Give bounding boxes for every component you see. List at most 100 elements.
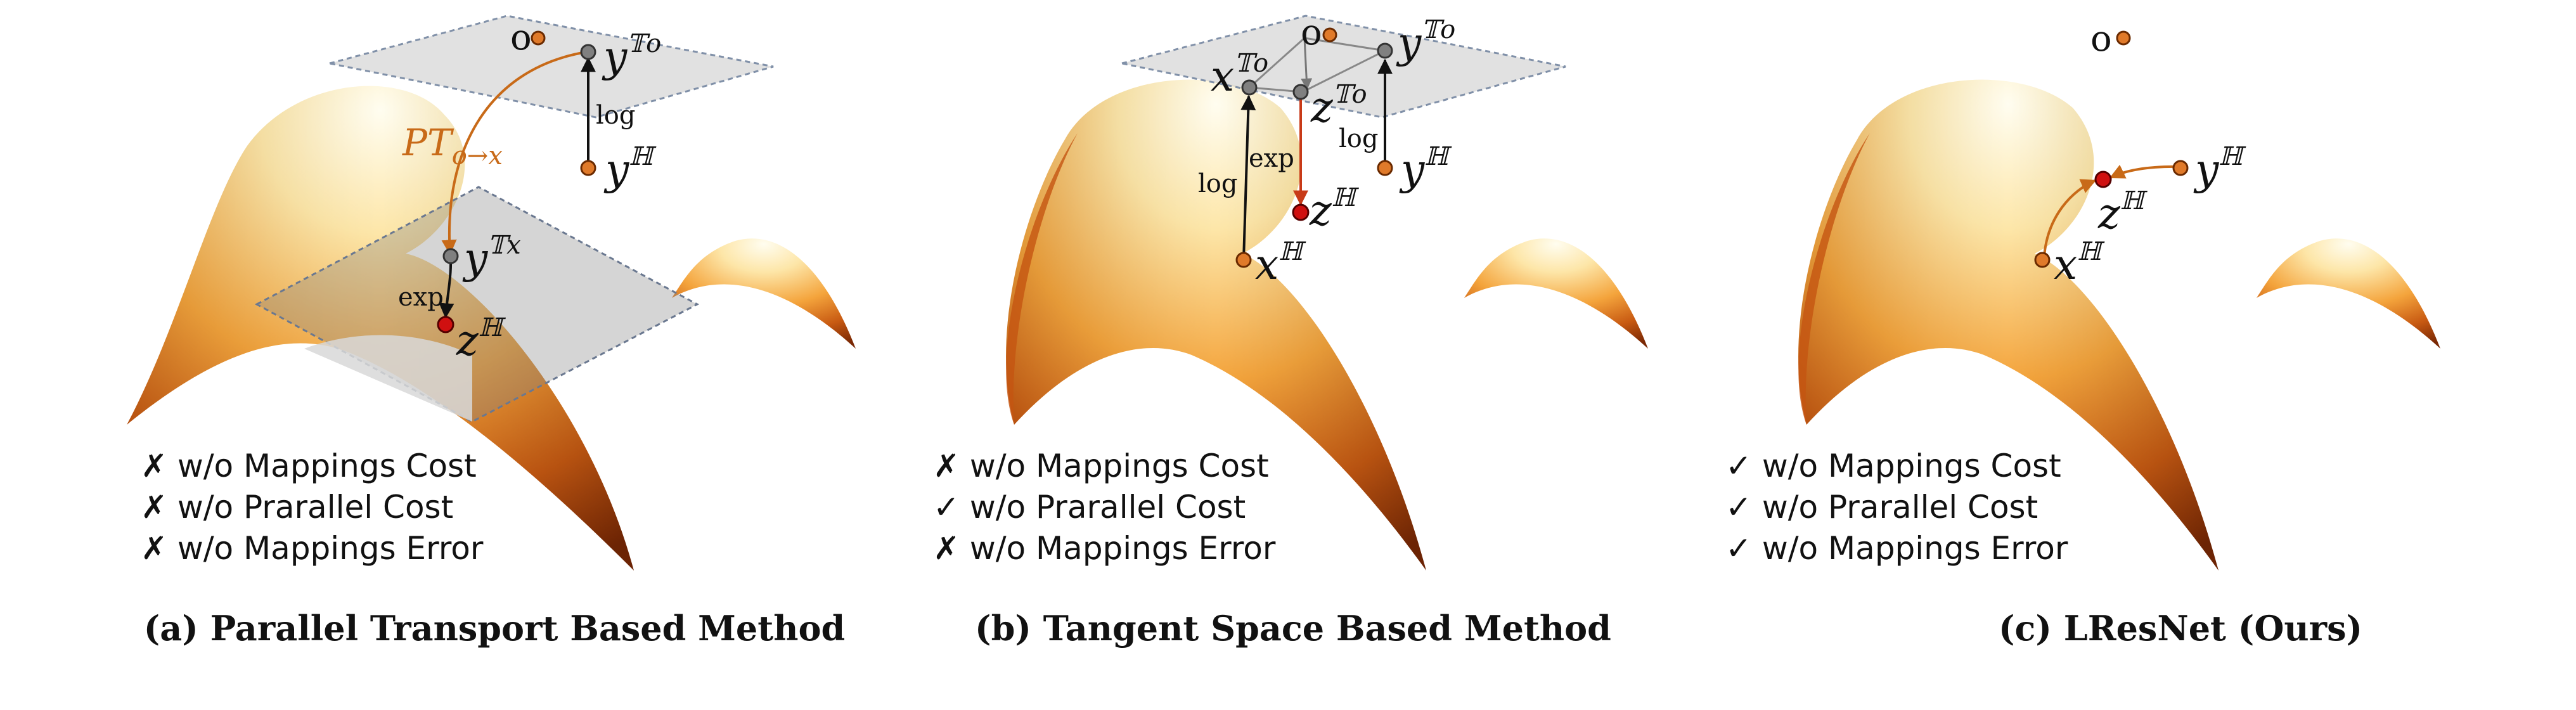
y-to-point [1377,42,1393,59]
y-to-sup: 𝕋o [1421,15,1455,44]
tangent-plane-origin [1121,15,1566,119]
y-to-label: y [1396,18,1422,67]
pt-sub: o→x [452,141,503,171]
z-h-sup: ℍ [479,313,506,342]
svg-text:✓ w/o Mappings Error: ✓ w/o Mappings Error [1725,530,2068,567]
svg-text:✗ w/o Mappings Error: ✗ w/o Mappings Error [141,530,484,567]
criterion-text: w/o Mappings Cost [1762,448,2061,484]
svg-text:y𝕋x: y𝕋x [462,231,521,283]
criterion-mark: ✗ [933,530,960,567]
svg-text:zℍ: zℍ [1309,183,1360,235]
svg-text:y𝕋o: y𝕋o [602,29,661,81]
origin-label: o [1301,12,1322,53]
panel-c: o yℍ zℍ xℍ ✓ w/o Mappings Cost ✓ w/o Pra… [1725,18,2440,649]
panel-a: o y𝕋o log yℍ PTo→x y𝕋x exp zℍ ✗ w/o Mapp… [127,15,856,649]
z-h-sup: ℍ [1332,183,1360,212]
exp-label: exp [1249,144,1294,173]
criterion-text: w/o Mappings Error [177,530,484,567]
z-h-point [2094,171,2112,188]
z-h-label: z [1309,186,1332,235]
svg-text:zℍ: zℍ [2097,186,2148,238]
z-h-label: z [456,316,479,365]
origin-point [1322,27,1337,42]
y-tangent-sup: 𝕋o [627,29,661,58]
y-h-point [2172,160,2189,176]
log-right-label: log [1339,124,1378,153]
y-h-sup: ℍ [629,142,657,171]
origin-label: o [510,17,532,58]
criterion-mark: ✗ [933,448,960,484]
criterion-mark: ✓ [933,489,960,526]
criteria-list: ✗ w/o Mappings Cost ✗ w/o Prarallel Cost… [141,448,484,567]
y-tx-sup: 𝕋x [487,231,520,260]
svg-text:yℍ: yℍ [2193,142,2246,194]
z-to-point [1292,84,1309,100]
criterion-text: w/o Prarallel Cost [1762,489,2038,526]
criterion-mark: ✗ [141,489,167,526]
criterion-text: w/o Mappings Error [970,530,1276,567]
y-h-label: y [2193,145,2219,194]
criteria-list: ✓ w/o Mappings Cost ✓ w/o Prarallel Cost… [1725,448,2068,567]
panel-caption: (b) Tangent Space Based Method [975,608,1611,649]
z-h-label: z [2097,190,2121,238]
y-h-point [580,160,596,176]
svg-text:xℍ: xℍ [2054,237,2105,289]
x-h-sup: ℍ [2077,237,2105,266]
criterion-text: w/o Prarallel Cost [970,489,1246,526]
x-h-sup: ℍ [1278,237,1306,266]
criterion-text: w/o Prarallel Cost [177,489,453,526]
criterion-text: w/o Mappings Cost [970,448,1269,484]
pt-label: PT [402,121,454,164]
log-label: log [596,101,635,130]
criteria-list: ✗ w/o Mappings Cost ✓ w/o Prarallel Cost… [933,448,1276,567]
svg-text:x𝕋o: x𝕋o [1211,49,1268,101]
y-tx-label: y [462,234,488,283]
z-to-label: z [1310,83,1334,132]
x-to-point [1241,79,1258,96]
y-h-label: y [1399,145,1425,194]
origin-point [531,30,546,46]
log-left-label: log [1198,169,1237,198]
x-h-label: x [2054,240,2077,289]
y-tangent-point [580,44,596,60]
svg-text:yℍ: yℍ [1399,142,1452,194]
criterion-text: w/o Mappings Cost [177,448,477,484]
svg-text:✓ w/o Prarallel Cost: ✓ w/o Prarallel Cost [933,489,1246,526]
z-h-point [437,316,454,333]
panel-caption: (a) Parallel Transport Based Method [144,608,846,649]
origin-point [2116,30,2131,46]
x-to-label: x [1211,52,1234,101]
y-h-sup: ℍ [2219,142,2246,171]
tangent-plane-origin [329,15,774,119]
y-h-sup: ℍ [1424,142,1452,171]
svg-text:✗ w/o Prarallel Cost: ✗ w/o Prarallel Cost [141,489,453,526]
criterion-mark: ✓ [1725,489,1752,526]
svg-text:✗ w/o Mappings Error: ✗ w/o Mappings Error [933,530,1276,567]
svg-text:zℍ: zℍ [456,313,506,365]
z-h-point [1292,203,1310,221]
z-to-sup: 𝕋o [1333,80,1367,109]
criterion-mark: ✗ [141,530,167,567]
y-tx-point [442,248,459,264]
y-tangent-label: y [602,32,628,81]
svg-text:yℍ: yℍ [603,142,657,194]
criterion-mark: ✓ [1725,530,1752,567]
y-h-point [1377,160,1393,176]
svg-text:z𝕋o: z𝕋o [1310,80,1367,132]
origin-label: o [2090,18,2112,60]
svg-text:✓ w/o Mappings Cost: ✓ w/o Mappings Cost [1725,448,2061,484]
svg-text:✗ w/o Mappings Cost: ✗ w/o Mappings Cost [933,448,1269,484]
x-h-point [1235,252,1252,268]
panel-b: o x𝕋o y𝕋o z𝕋o log log exp yℍ zℍ xℍ ✗ w/o… [933,12,1648,649]
criterion-text: w/o Mappings Error [1762,530,2068,567]
svg-text:xℍ: xℍ [1255,237,1306,289]
x-h-point [2034,252,2051,268]
criterion-mark: ✓ [1725,448,1752,484]
x-h-label: x [1255,240,1278,289]
exp-label: exp [398,283,444,312]
z-h-sup: ℍ [2120,186,2148,216]
x-to-sup: 𝕋o [1234,49,1268,78]
y-h-label: y [603,145,629,194]
panel-caption: (c) LResNet (Ours) [1999,608,2362,649]
